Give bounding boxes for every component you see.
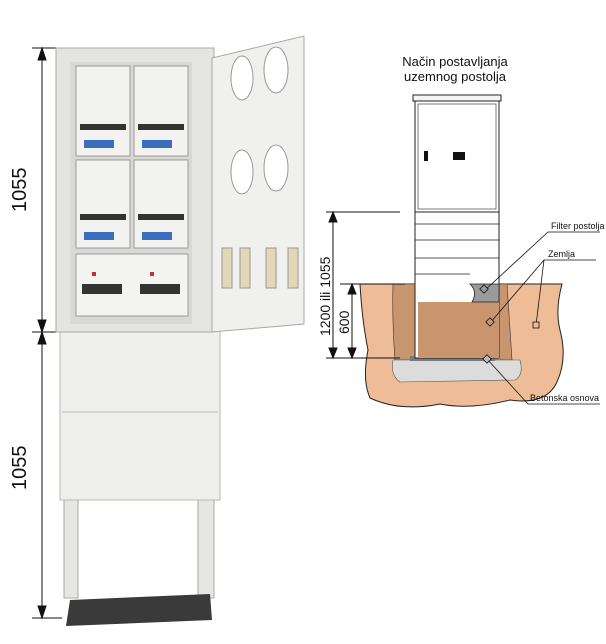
label-filter: Filter postolja	[551, 221, 605, 231]
leader-lines	[484, 231, 600, 405]
diagram-title-line1: Način postavljanja	[402, 54, 508, 69]
installation-diagram: Način postavljanja uzemnog postolja	[317, 54, 605, 408]
cabinet-photo: 1055 1055	[9, 35, 305, 626]
photo-dimension-lower: 1055	[9, 446, 31, 491]
diagram-cabinet-roof	[412, 94, 502, 102]
dimension-total-label: 1200 ili 1055	[317, 256, 333, 336]
meter-panels	[75, 65, 189, 249]
photo-dimension-upper: 1055	[9, 168, 31, 213]
label-base: Betonska osnova	[530, 393, 599, 403]
cabinet-door	[211, 35, 305, 333]
label-soil: Zemlja	[548, 249, 575, 259]
concrete-base	[392, 359, 522, 383]
photo-dimension-lines	[32, 46, 62, 620]
cabinet-base	[66, 594, 212, 626]
cabinet-lower-box	[59, 329, 221, 501]
dimension-depth-label: 600	[336, 310, 352, 334]
diagram-dimension-lines	[326, 210, 405, 360]
diagram-title-line2: uzemnog postolja	[404, 69, 507, 84]
